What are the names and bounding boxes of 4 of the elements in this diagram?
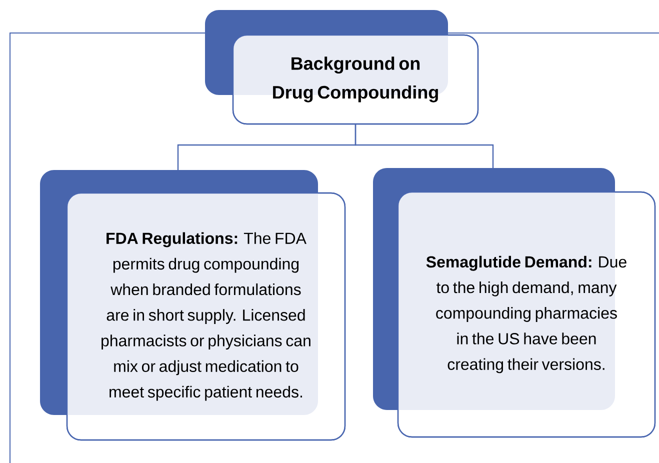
text-box: Semaglutide Demand: Due to the high demand, many compounding pharmacies in the US have been creating their versions. <box>373 168 656 438</box>
text-box: Background on Drug Compounding <box>205 10 479 125</box>
connector-line <box>354 124 494 168</box>
text-box: FDA Regulations: The FDA permits drug compounding when branded formulations are in short supply. Licensed pharmacists or physicians can mix or adjust medication to meet specific patient needs. <box>40 170 346 441</box>
